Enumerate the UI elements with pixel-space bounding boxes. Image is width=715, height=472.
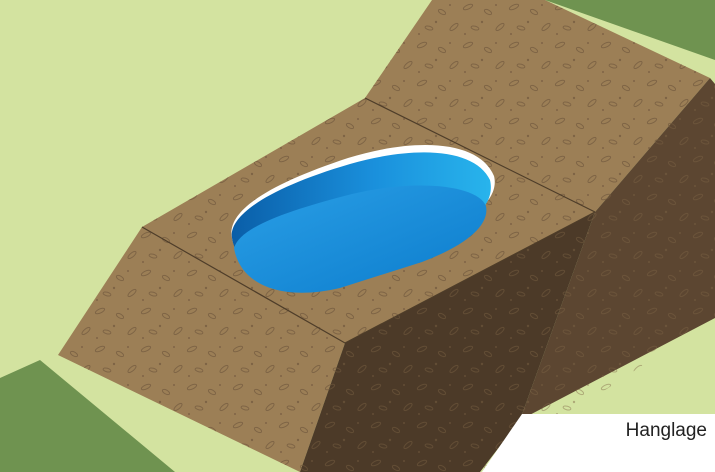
caption-label: Hanglage	[626, 420, 707, 442]
